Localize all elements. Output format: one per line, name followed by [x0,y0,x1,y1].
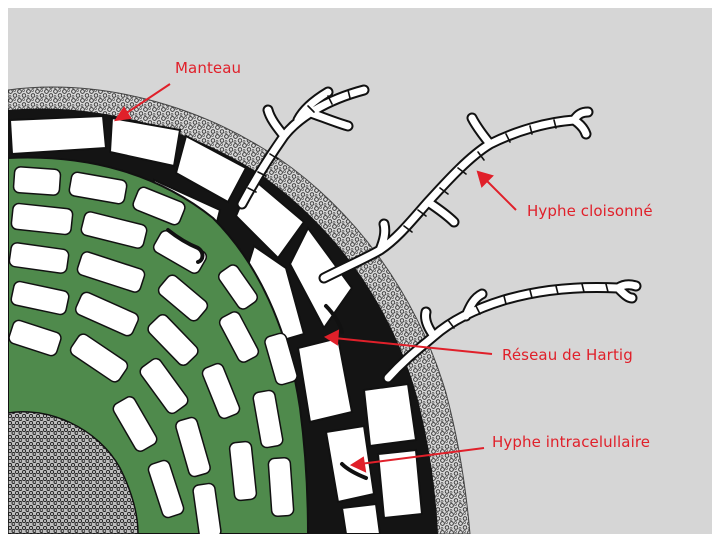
septate-hypha [324,112,588,278]
cortex-cell [13,166,61,195]
label-hartig-net: Réseau de Hartig [502,346,633,364]
arrow-septate-hypha [478,172,516,210]
diagram-canvas: Manteau Hyphe cloisonné Réseau de Hartig… [8,8,712,534]
label-septate-hypha: Hyphe cloisonné [527,202,653,220]
epidermal-cell [342,504,380,534]
label-intracellular-hypha: Hyphe intracelullaire [492,433,650,451]
epidermal-cell [10,116,106,154]
cortex-cell [268,457,294,516]
cortex-cell [11,203,73,235]
mycorrhiza-illustration [8,8,712,534]
label-mantle: Manteau [175,59,241,77]
epidermal-cell [364,384,416,446]
